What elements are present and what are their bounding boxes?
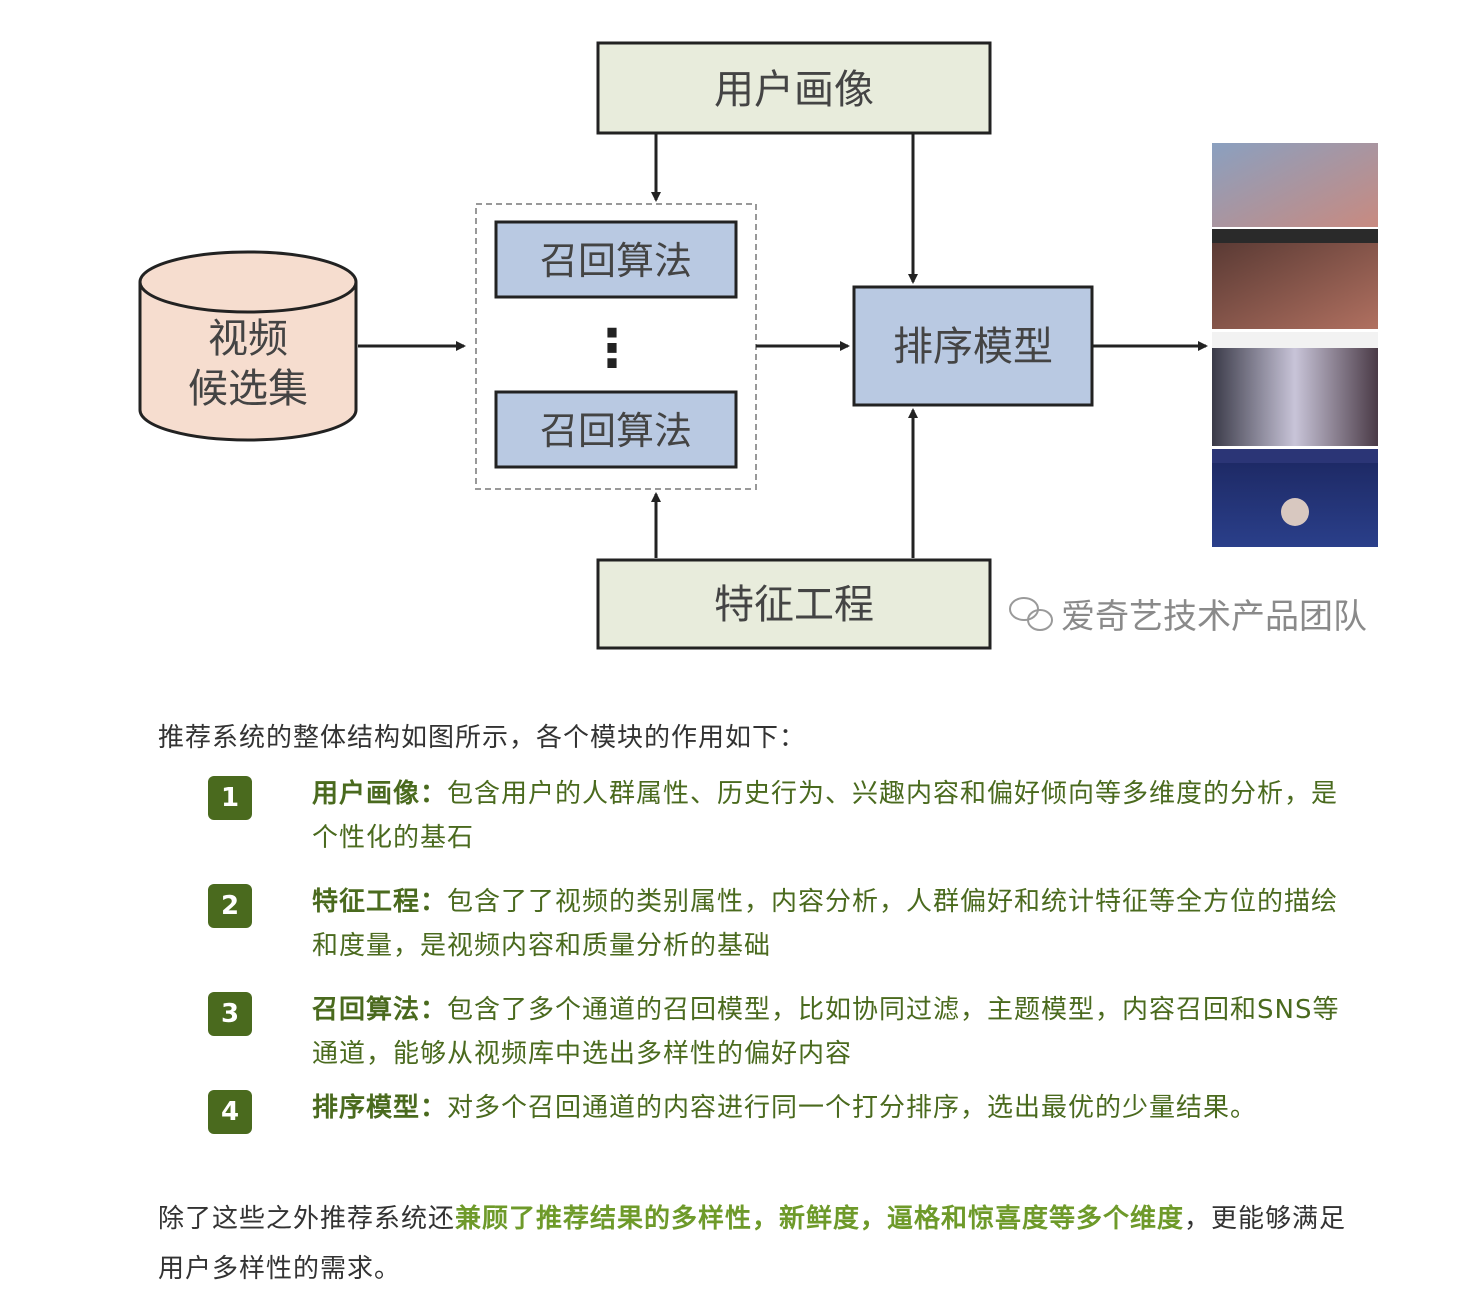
thumbnail-3 <box>1212 348 1378 446</box>
watermark-text: 爱奇艺技术产品团队 <box>1061 597 1367 637</box>
item-description: 包含了多个通道的召回模型，比如协同过滤，主题模型，内容召回和SNS等通道，能够从… <box>312 995 1340 1069</box>
item-title: 召回算法： <box>312 995 448 1025</box>
recall-ellipsis: ⋮ <box>586 319 638 379</box>
closing-paragraph: 除了这些之外推荐系统还兼顾了推荐结果的多样性，新鲜度，逼格和惊喜度等多个维度，更… <box>158 1194 1368 1294</box>
closing-highlight: 兼顾了推荐结果的多样性，新鲜度，逼格和惊喜度等多个维度 <box>455 1204 1185 1234</box>
item-description: 包含用户的人群属性、历史行为、兴趣内容和偏好倾向等多维度的分析，是个性化的基石 <box>312 779 1339 853</box>
recall-algorithm-label-1: 召回算法 <box>540 239 692 283</box>
item-title: 排序模型： <box>312 1093 448 1123</box>
wechat-logo-icon <box>1009 597 1053 631</box>
closing-suffix: ，更能够满足用户多样性的需求。 <box>158 1204 1347 1284</box>
video-candidates-label-line2: 候选集 <box>188 366 308 412</box>
ranking-model-label: 排序模型 <box>893 324 1053 370</box>
item-title: 特征工程： <box>312 887 448 917</box>
diagram-arrows <box>358 133 1208 558</box>
feature-engineering-label: 特征工程 <box>714 582 874 628</box>
thumbnail-4-caption <box>1212 449 1378 463</box>
number-badge: 2 <box>208 884 252 928</box>
item-description: 对多个召回通道的内容进行同一个打分排序，选出最优的少量结果。 <box>447 1093 1258 1123</box>
user-profile-box: 用户画像 <box>596 41 992 135</box>
video-candidates-label-line1: 视频 <box>208 316 288 362</box>
number-badge: 1 <box>208 776 252 820</box>
watermark: 爱奇艺技术产品团队 <box>1009 597 1367 637</box>
item-title: 用户画像： <box>312 779 448 809</box>
thumbnail-4-figure <box>1281 498 1309 526</box>
recall-algorithm-box-1: 召回算法 <box>494 220 738 299</box>
recall-algorithm-label-2: 召回算法 <box>540 409 692 453</box>
ranking-model-box: 排序模型 <box>852 285 1094 407</box>
feature-engineering-box: 特征工程 <box>596 558 992 650</box>
video-candidates-cylinder: 视频 候选集 <box>138 250 358 442</box>
recall-algorithm-box-2: 召回算法 <box>494 390 738 469</box>
user-profile-label: 用户画像 <box>714 67 874 113</box>
recommendation-system-diagram: 视频 候选集 用户画像 召回算法 ⋮ 召回算法 排序模型 特征工程 <box>138 41 1378 650</box>
thumbnail-1 <box>1212 143 1378 227</box>
number-badge: 4 <box>208 1090 252 1134</box>
item-description: 包含了了视频的类别属性，内容分析，人群偏好和统计特征等全方位的描绘和度量，是视频… <box>312 887 1339 961</box>
number-badge: 3 <box>208 992 252 1036</box>
intro-paragraph: 推荐系统的整体结构如图所示，各个模块的作用如下： <box>158 723 807 753</box>
thumbnail-3-caption <box>1212 332 1378 348</box>
thumbnail-2 <box>1212 243 1378 329</box>
closing-prefix: 除了这些之外推荐系统还 <box>158 1204 456 1234</box>
recommended-videos-thumbnails <box>1212 143 1378 547</box>
thumbnail-2-caption <box>1212 229 1378 243</box>
